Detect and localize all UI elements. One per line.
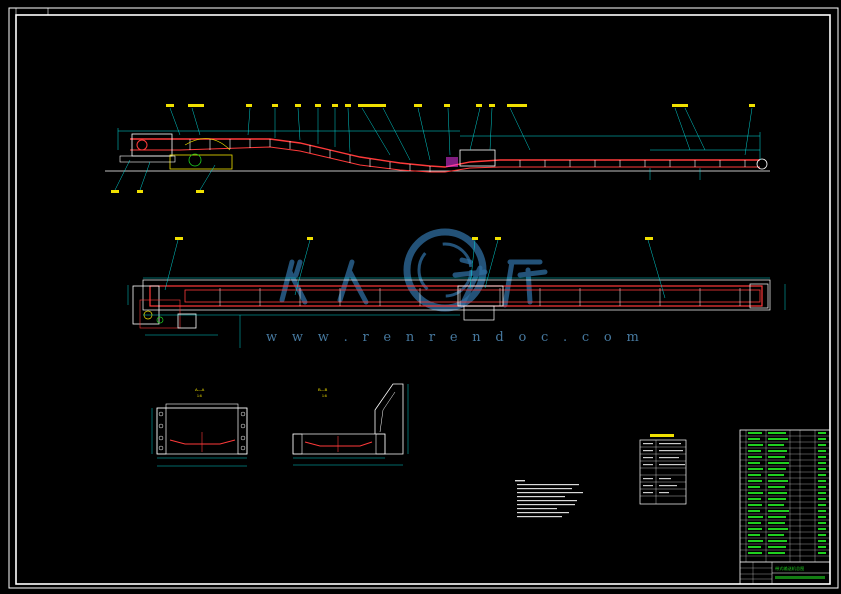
plan-belt-outer xyxy=(149,285,763,307)
section-a-scale: 1:6 xyxy=(197,394,202,398)
plan-dimensions xyxy=(127,277,786,348)
plan-belt-inner xyxy=(184,289,761,303)
belt-upper-profile xyxy=(130,138,760,168)
plan-leader-lines xyxy=(164,239,666,299)
plan-tail-unit xyxy=(457,283,769,321)
technical-notes xyxy=(515,480,583,518)
section-a-a: A—A 1:6 xyxy=(151,387,248,467)
part-leader-lines xyxy=(114,107,753,191)
drive-head-unit xyxy=(119,133,233,170)
idler-supports xyxy=(189,139,746,172)
plan-drive-unit xyxy=(132,285,197,329)
plan-view xyxy=(127,237,786,348)
title-block: 带式输送机总图 xyxy=(739,429,831,585)
section-b-scale: 1:6 xyxy=(322,394,327,398)
plan-part-labels xyxy=(175,237,653,240)
watermark-url: w w w . r e n r e n d o c . c o m xyxy=(266,330,645,345)
drawing-name: 带式输送机总图 xyxy=(775,565,804,572)
inner-border xyxy=(15,14,831,585)
section-a-title: A—A xyxy=(195,387,205,392)
plan-idler-lines xyxy=(219,288,741,306)
section-b-title: B—B xyxy=(318,387,328,392)
tail-loading-unit xyxy=(446,149,768,170)
section-b-b: B—B 1:6 xyxy=(292,383,409,466)
watermark-logo xyxy=(403,228,487,312)
watermark-brand-characters xyxy=(279,257,548,308)
corner-code-box xyxy=(15,7,49,16)
specification-table xyxy=(639,434,687,505)
outer-border xyxy=(8,7,839,589)
elevation-view xyxy=(105,104,770,193)
plan-frame-outer xyxy=(142,279,771,311)
part-number-labels xyxy=(111,104,755,193)
parts-list-entries xyxy=(748,432,826,554)
elevation-dimensions xyxy=(117,128,761,160)
parts-list-rows xyxy=(740,430,830,563)
belt-lower-profile xyxy=(130,146,760,173)
